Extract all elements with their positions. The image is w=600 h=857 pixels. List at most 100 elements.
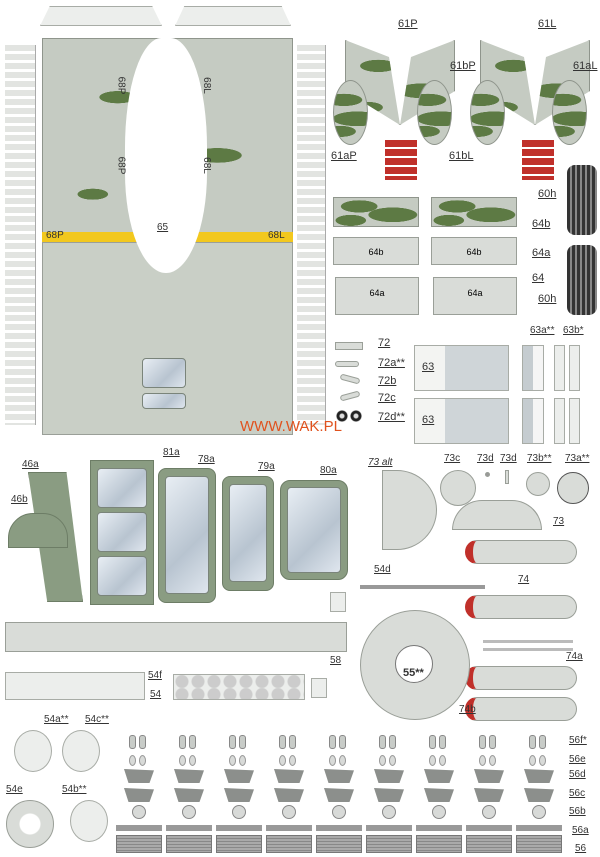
part-56f	[139, 735, 146, 749]
canopy-78a-glass	[165, 476, 209, 594]
part-label: 54	[150, 689, 162, 700]
part-label: 64a	[532, 247, 551, 259]
part-56f	[429, 735, 436, 749]
canopy-80a-glass	[287, 487, 341, 573]
strip-74a-2	[483, 648, 573, 651]
part-label: 73b**	[527, 453, 552, 464]
disc-54b	[70, 800, 108, 842]
part-56a	[366, 825, 412, 831]
part-label: 56f*	[569, 735, 587, 746]
part-56e	[389, 755, 396, 766]
part-56f	[489, 735, 496, 749]
part-56d	[474, 769, 504, 783]
part-56c	[374, 788, 404, 802]
part-56d	[524, 769, 554, 783]
part-56b	[232, 805, 246, 819]
part-label: 63a**	[530, 325, 555, 336]
part-54f	[5, 672, 145, 700]
side-61bp	[417, 80, 452, 145]
panel-label: 64a	[369, 288, 385, 298]
disc-73b	[526, 472, 550, 496]
part-56e	[279, 755, 286, 766]
part-56c	[474, 788, 504, 802]
panel-64b-a: 64b	[333, 237, 419, 265]
part-56f	[339, 735, 346, 749]
spinner-74b-2	[465, 697, 577, 721]
part-label: 63	[422, 414, 435, 426]
part-label: 54c**	[85, 714, 109, 725]
part-56d	[324, 769, 354, 783]
part-label: 61L	[538, 18, 557, 30]
part-label: 55**	[403, 667, 424, 679]
part-56d	[374, 769, 404, 783]
part-56e	[539, 755, 546, 766]
part-56f	[539, 735, 546, 749]
part-label: 56e	[569, 754, 586, 765]
part-56	[366, 835, 412, 853]
part-label: 54d	[374, 564, 391, 575]
part-56e	[129, 755, 136, 766]
red-cowl-right	[522, 140, 554, 180]
part-54	[173, 674, 305, 700]
part-56b	[132, 805, 146, 819]
part-72b	[339, 373, 361, 385]
part-label: 46b	[11, 494, 28, 505]
propeller-74-1	[465, 540, 577, 564]
part-label: 72c	[378, 392, 396, 404]
part-label: 61bP	[450, 60, 476, 72]
strip-63a-top	[522, 345, 544, 391]
part-72a	[335, 361, 359, 367]
part-56f	[439, 735, 446, 749]
part-56e	[189, 755, 196, 766]
part-label: 73a**	[565, 453, 590, 464]
part-73d-bar	[505, 470, 509, 484]
part-label: 61aL	[573, 60, 598, 72]
ring-54e	[6, 800, 54, 848]
label-68p-side: 68P	[46, 230, 64, 241]
part-label: 72d**	[378, 411, 405, 423]
part-56a	[216, 825, 262, 831]
part-label: 60h	[538, 293, 557, 305]
strip-63a-bottom	[522, 398, 544, 444]
part-label: 78a	[198, 454, 215, 465]
part-label: 54b**	[62, 784, 87, 795]
disc-54a	[14, 730, 52, 772]
tab-strip-right	[175, 6, 291, 26]
panel-64b-b: 64b	[431, 237, 517, 265]
label-68l-top: 68L	[200, 77, 212, 94]
part-54-box-1	[330, 592, 346, 612]
label-68p-mid: 68P	[115, 156, 127, 175]
part-56f	[279, 735, 286, 749]
propeller-74-2	[465, 595, 577, 619]
part-label: 74b	[459, 704, 476, 715]
part-56e	[179, 755, 186, 766]
part-label: 81a	[163, 447, 180, 458]
part-73d-dot	[485, 472, 490, 477]
part-label: 72a**	[378, 357, 405, 369]
part-label: 56	[575, 843, 587, 854]
panel-label: 64b	[368, 247, 384, 257]
panel-63-bottom	[414, 398, 509, 444]
label-68l-side: 68L	[268, 230, 285, 241]
part-56f	[189, 735, 196, 749]
part-56a	[116, 825, 162, 831]
canopy-81a-glass-2	[97, 512, 147, 552]
part-label: 56a	[572, 825, 589, 836]
part-56e	[229, 755, 236, 766]
part-label: 54e	[6, 784, 23, 795]
fuselage-window-small	[142, 393, 186, 409]
part-label: 54a**	[44, 714, 69, 725]
part-56e	[489, 755, 496, 766]
part-label: 74	[518, 574, 530, 585]
hole-55	[395, 645, 433, 683]
part-label: 63	[422, 361, 435, 373]
part-56f	[479, 735, 486, 749]
side-61al	[552, 80, 587, 145]
part-56a	[466, 825, 512, 831]
strip-63b-3	[554, 398, 565, 444]
panel-label: 64a	[467, 288, 483, 298]
strip-74a-1	[483, 640, 573, 643]
panel-64b-left	[333, 197, 419, 227]
part-56f	[389, 735, 396, 749]
